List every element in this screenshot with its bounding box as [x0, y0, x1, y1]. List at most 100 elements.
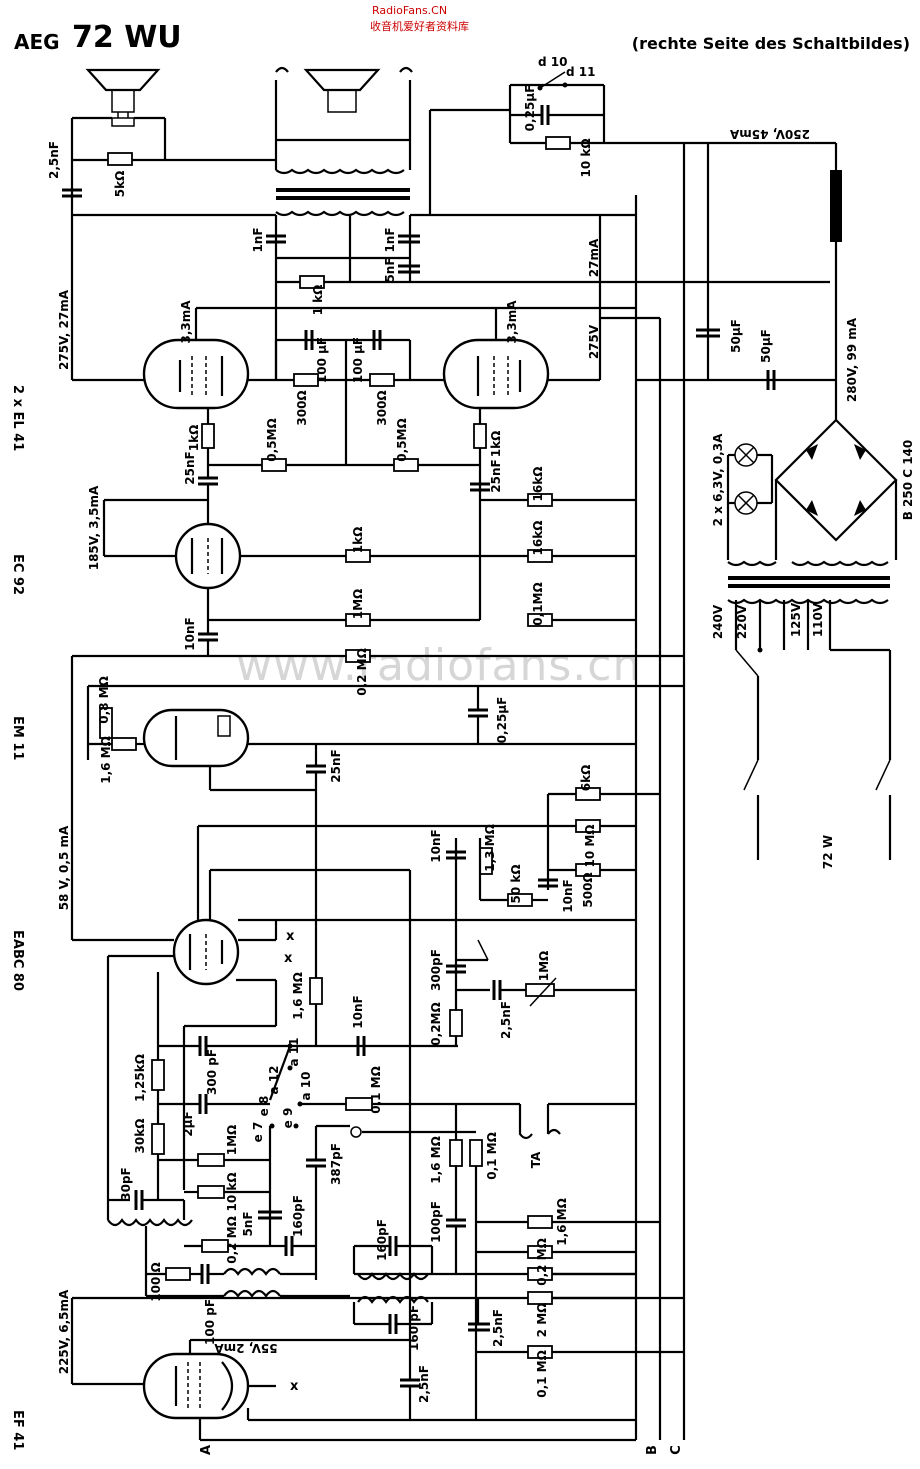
label-r-02-c: 0,2 MΩ [535, 1238, 549, 1286]
label-i-33-right: 3,3mA [505, 300, 519, 344]
label-c-2-5-vol: 2,5nF [499, 1001, 513, 1039]
component-labels: 2,5nF 5kΩ 275V, 27mA 1nF 1nF 5nF 1 kΩ 27… [47, 55, 915, 1455]
label-c-2-5nf-top: 2,5nF [47, 141, 61, 179]
brand-label: AEG [14, 30, 60, 54]
bus-lines [634, 143, 686, 1440]
label-r-16-c: 1,6 MΩ [555, 1198, 569, 1246]
tube-name-em11: EM 11 [10, 716, 25, 760]
label-r-2m: 2 MΩ [535, 1303, 549, 1338]
label-c-387: 387pF [329, 1143, 343, 1185]
label-r-100: 100 Ω [149, 1262, 163, 1301]
label-v-55: 55V, 2mA [214, 1341, 278, 1355]
label-r-5k: 5kΩ [113, 171, 127, 198]
filter-choke [830, 170, 842, 242]
label-c-1nf-a: 1nF [251, 227, 265, 252]
tube-name-output: 2 x EL 41 [10, 385, 25, 451]
label-c-50-a: 50μF [729, 319, 743, 353]
label-r-10k: 10 kΩ [579, 138, 593, 177]
label-x-b: x [290, 1379, 299, 1394]
label-c-10nf-det: 10nF [351, 995, 365, 1028]
tube-name-ec92: EC 92 [10, 554, 25, 595]
label-r-02-vol: 0,2MΩ [429, 1002, 443, 1045]
label-c-10nf-mid: 10nF [183, 617, 197, 650]
label-c-2uf: 2μF [181, 1111, 195, 1136]
label-rect: B 250 C 140 [901, 440, 915, 521]
label-r-01-mid: 0,1MΩ [531, 582, 545, 625]
label-r-1k-l: 1kΩ [187, 425, 201, 452]
label-r-05-r: 0,5MΩ [395, 418, 409, 461]
tube-ec92 [174, 522, 242, 590]
label-bus-a: A [199, 1445, 214, 1455]
label-sw-d10: d 10 [538, 55, 567, 69]
label-sw-e7: e 7 [251, 1122, 265, 1143]
label-v-185: 185V, 3,5mA [87, 485, 101, 570]
label-bus-b: B [645, 1445, 660, 1455]
label-c-100-left: 100 μF [315, 337, 329, 383]
label-sw-a10: a 10 [299, 1072, 313, 1101]
label-c-25-em: 25nF [329, 749, 343, 782]
label-c-25-l: 25nF [183, 451, 197, 484]
label-r-1k-r: 1kΩ [489, 431, 503, 458]
label-r-16-ta: 1,6 MΩ [429, 1136, 443, 1184]
label-psu-250: 250V, 45mA [729, 127, 810, 141]
label-i-33-left: 3,3mA [179, 300, 193, 344]
label-tap-125: 125V [789, 602, 803, 637]
label-r-30k: 30kΩ [133, 1119, 147, 1154]
label-model-72w: 72 W [821, 835, 835, 869]
label-c-300pf-b: 300 pF [205, 1049, 219, 1095]
watermark-url: www.radiofans.cn [236, 640, 642, 691]
sheet-subtitle: (rechte Seite des Schaltbildes) [631, 34, 910, 53]
label-r-10k-b: 10 kΩ [225, 1172, 239, 1211]
tube-name-ef41: EF 41 [10, 1410, 25, 1450]
label-c-30pf: 30pF [119, 1167, 133, 1201]
label-c-10nf-b: 10nF [429, 829, 443, 862]
label-r-1k-mid: 1kΩ [351, 527, 365, 554]
tube-ef41 [142, 1352, 250, 1420]
label-c-2-5-c: 2,5nF [491, 1309, 505, 1347]
label-c-160pf-c: 160 pF [407, 1305, 421, 1351]
model-title: 72 WU [72, 20, 182, 55]
label-x-c: x [286, 929, 295, 944]
label-ta: TA [529, 1151, 543, 1168]
label-sw-a12: a 12 [267, 1066, 281, 1095]
label-bus-c: C [669, 1445, 684, 1455]
label-r-6k: 6kΩ [579, 765, 593, 792]
label-c-2-5-d: 2,5nF [417, 1365, 431, 1403]
label-r-125k: 1,25kΩ [133, 1054, 147, 1102]
label-c-1nf-b: 1nF [383, 227, 397, 252]
label-c-10nf-c: 10nF [561, 879, 575, 912]
label-v-275-27: 275V, 27mA [57, 289, 71, 370]
label-sw-e8: e 8 [257, 1096, 271, 1117]
label-v-280: 280V, 99 mA [845, 317, 859, 402]
tube-el41-left [142, 338, 250, 410]
if-transformer-1 [106, 1190, 350, 1298]
label-r-13: 1,3 MΩ [483, 824, 497, 872]
label-sw-d11: d 11 [566, 65, 595, 79]
tube-eabc80 [172, 918, 240, 986]
label-r-01-b: 0,1 MΩ [485, 1132, 499, 1180]
label-x-a: x [284, 951, 293, 966]
label-c-025-mid: 0,25μF [495, 697, 509, 744]
label-r-300-left: 300Ω [295, 390, 309, 425]
label-v-225: 225V, 6,5mA [57, 1289, 71, 1374]
label-c-100pf-b: 100 pF [203, 1299, 217, 1345]
label-r-1m-b: 1MΩ [225, 1125, 239, 1156]
label-c-025-top: 0,25μF [523, 85, 537, 132]
label-v-58: 58 V, 0,5 mA [57, 825, 71, 910]
label-c-5nf: 5nF [383, 257, 397, 282]
label-c-300pf: 300pF [429, 949, 443, 991]
label-c-5nf-b: 5nF [241, 1211, 255, 1236]
label-lamps: 2 x 6,3V, 0,3A [711, 433, 725, 526]
label-r-300-right: 300Ω [375, 390, 389, 425]
tube-el41-right [442, 338, 550, 410]
label-r-50k: 50 kΩ [509, 864, 523, 903]
label-tap-110: 110V [811, 602, 825, 637]
label-r-500: 500Ω [581, 872, 595, 907]
label-c-160pf-b: 160pF [375, 1219, 389, 1261]
label-i-27ma: 27mA [587, 238, 601, 277]
label-r-05-l: 0,5MΩ [265, 418, 279, 461]
watermark-site: RadioFans.CN [372, 4, 448, 17]
tube-name-eabc80: EABC 80 [10, 930, 25, 991]
